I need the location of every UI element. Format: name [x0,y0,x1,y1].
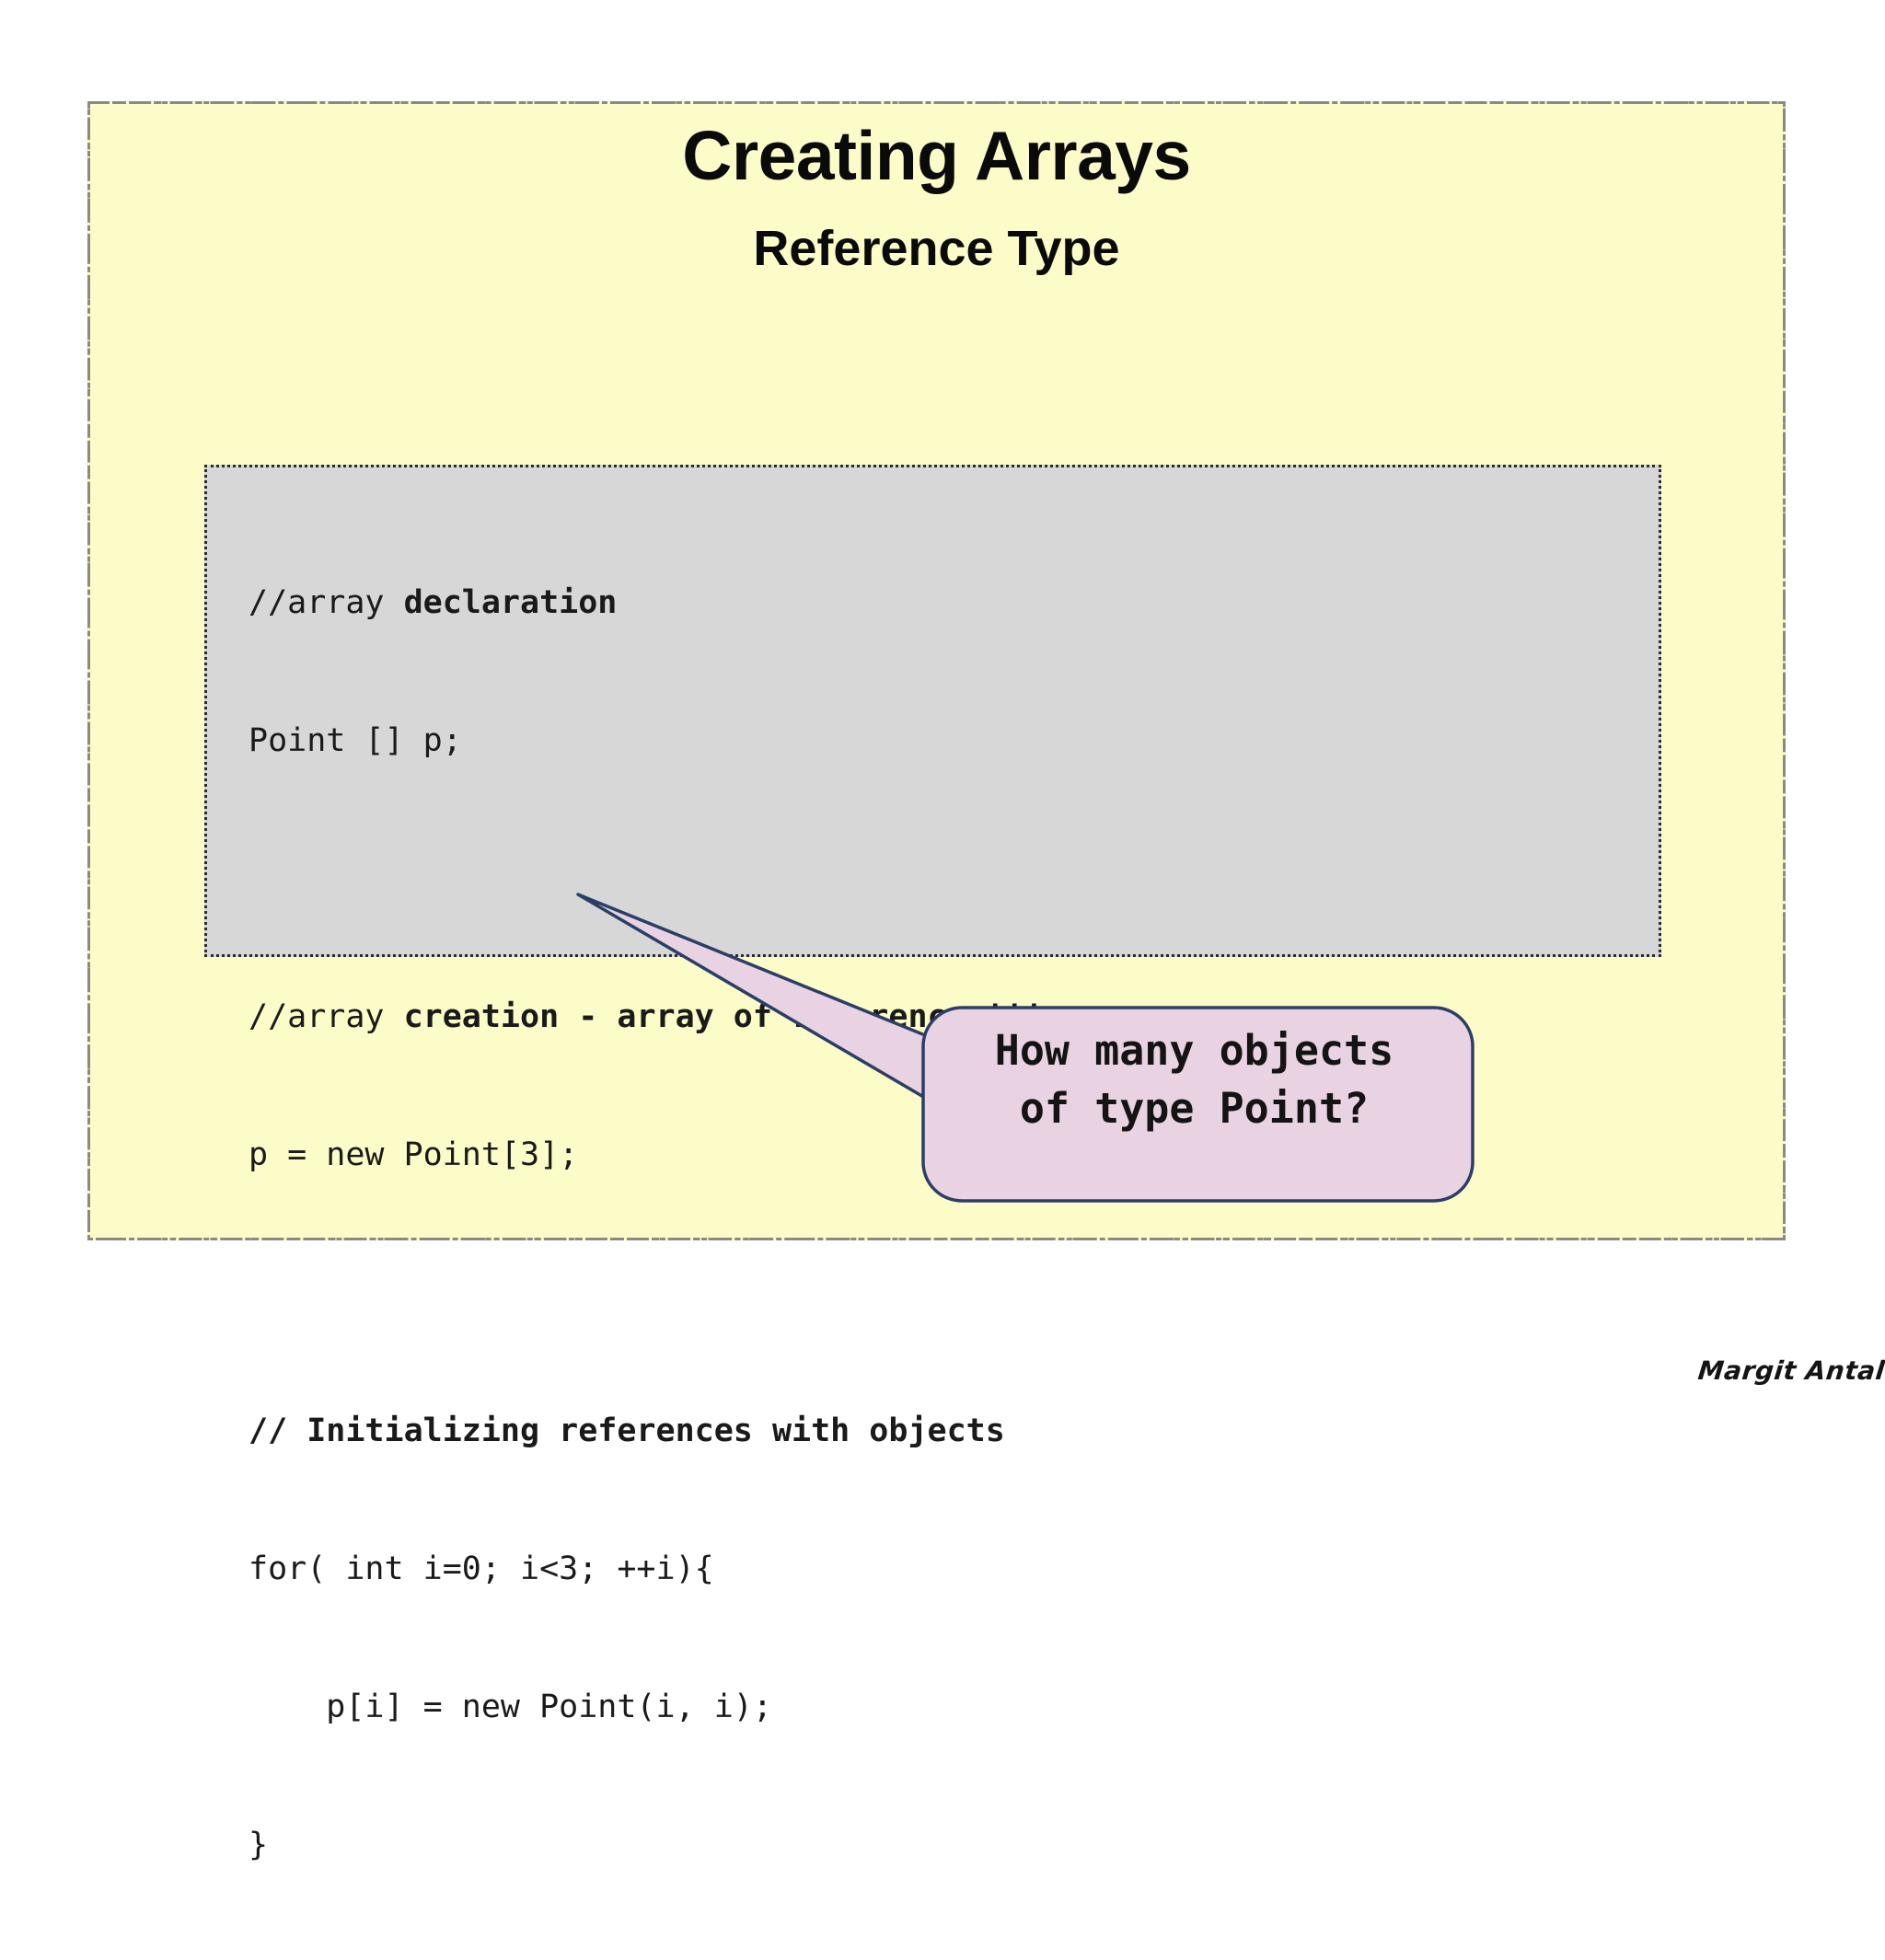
code-line [249,856,1044,902]
code-line-plain: p = new Point[3]; [249,1136,579,1173]
callout-line-1: How many objects [994,1026,1394,1075]
code-line-plain: //array [249,998,404,1035]
code-line: for( int i=0; i<3; ++i){ [249,1546,1044,1592]
code-line-plain: for( int i=0; i<3; ++i){ [249,1551,714,1587]
code-line-bold: // Initializing references with objects [249,1412,1005,1449]
page-title: Creating Arrays [682,117,1191,194]
author-signature: Margit Antal [1696,1355,1885,1386]
code-listing: //array declaration Point [] p; //array … [249,488,1044,1960]
code-line: // Initializing references with objects [249,1408,1044,1454]
page-subtitle: Reference Type [753,221,1120,276]
code-line-plain: p[i] = new Point(i, i); [249,1689,772,1725]
code-line [249,1270,1044,1316]
code-line: //array declaration [249,580,1044,626]
callout-line-2: of type Point? [1019,1084,1370,1133]
code-line: p[i] = new Point(i, i); [249,1684,1044,1730]
code-line: Point [] p; [249,718,1044,764]
callout-text: How many objects of type Point? [925,1021,1463,1137]
code-line-plain: Point [] p; [249,722,462,759]
code-line: } [249,1822,1044,1868]
code-line: p = new Point[3]; [249,1132,1044,1178]
code-line-bold: declaration [403,584,618,621]
code-line-plain: } [249,1827,269,1863]
code-line-plain: //array [249,584,404,621]
code-block: //array declaration Point [] p; //array … [204,465,1661,1863]
